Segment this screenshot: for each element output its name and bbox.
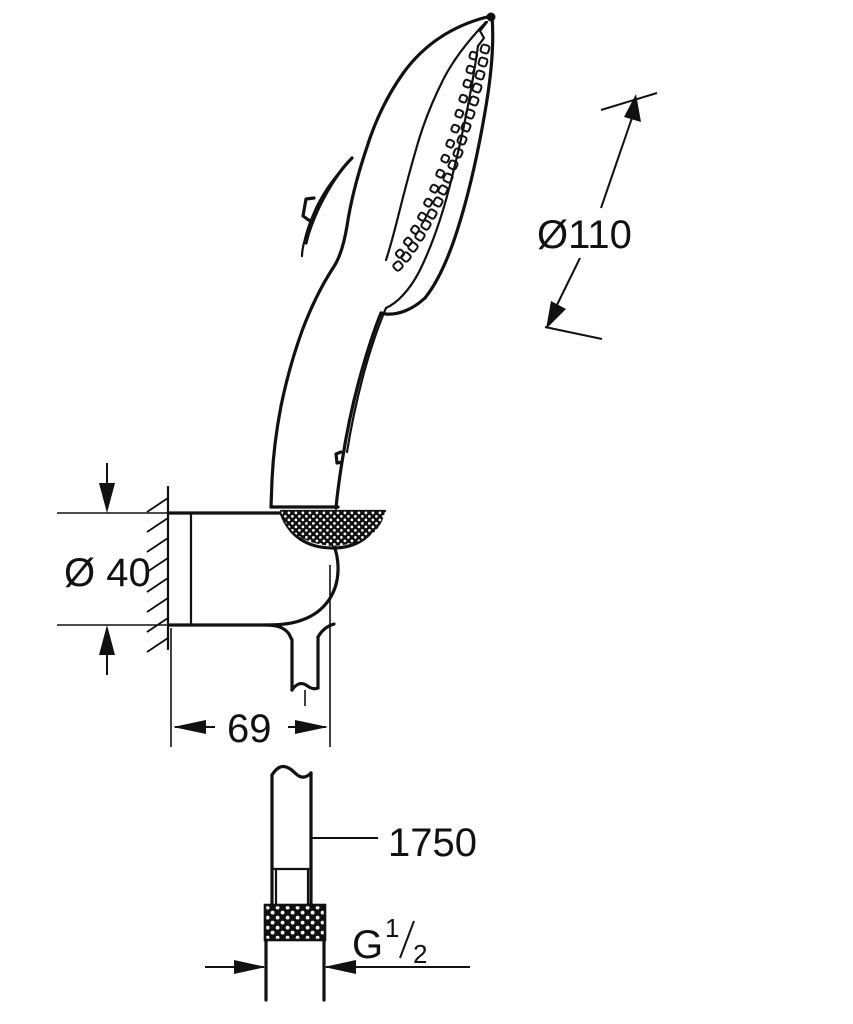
dimension-label-thread-denominator: 2 bbox=[413, 939, 427, 969]
dimension-label-thread-letter: G bbox=[352, 923, 383, 967]
dimension-arrow-down bbox=[546, 301, 566, 329]
dimension-bracket-diameter: Ø 40 bbox=[57, 463, 190, 675]
knurled-coupling-nut bbox=[263, 903, 327, 942]
dimension-label-bracket-diameter: Ø 40 bbox=[64, 551, 151, 595]
shower-head bbox=[331, 12, 496, 316]
dimension-hose-length: 1750 bbox=[311, 821, 477, 865]
dimension-label-thread-numerator: 1 bbox=[385, 913, 399, 943]
dimension-arrow-top bbox=[99, 483, 115, 513]
fraction-slash bbox=[399, 920, 415, 959]
dimension-arrow-thread-left bbox=[234, 960, 266, 974]
dimension-head-diameter: Ø110 bbox=[537, 92, 658, 340]
dimension-label-bracket-projection: 69 bbox=[227, 707, 272, 751]
dimension-label-hose-length: 1750 bbox=[388, 821, 477, 865]
shower-handle bbox=[269, 156, 388, 510]
spray-selector-button bbox=[300, 156, 354, 258]
dimension-thread-size: G 1 2 bbox=[205, 913, 470, 990]
dimension-arrow-up bbox=[624, 94, 641, 122]
dimension-arrow-right bbox=[295, 720, 328, 734]
spray-face-nozzles bbox=[392, 43, 491, 272]
dimension-bracket-projection: 69 bbox=[170, 565, 331, 751]
dimension-arrow-thread-right bbox=[324, 960, 356, 974]
dimension-arrow-bottom bbox=[99, 625, 115, 655]
head-tip-marker bbox=[486, 12, 496, 22]
dimension-arrow-left bbox=[173, 720, 206, 734]
hose-break-line bbox=[270, 764, 313, 779]
dimension-label-head-diameter: Ø110 bbox=[537, 213, 632, 257]
